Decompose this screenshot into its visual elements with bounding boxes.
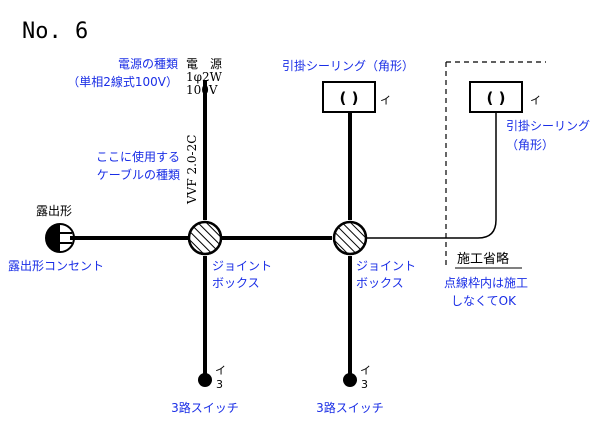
switch-1-tag: イ [215, 364, 226, 377]
power-spec-2: 100V [186, 83, 218, 97]
ceiling-2-note-1: 引掛シーリング [506, 118, 590, 133]
jb2-label-1: ジョイント [356, 259, 416, 273]
wire-jb2-ceiling2 [367, 112, 497, 239]
ceiling-2-note-2: （角形） [506, 138, 554, 152]
ceiling-rosette-2-symbol: ( ) [487, 89, 506, 107]
wiring [70, 80, 497, 375]
switch-2-note: 3路スイッチ [316, 400, 384, 415]
switch-1-sub: 3 [216, 378, 223, 391]
omit-note-2: しなくてOK [451, 294, 517, 308]
jb1-label-2: ボックス [212, 276, 260, 290]
outlet-note: 露出形コンセント [8, 259, 104, 273]
power-spec-1: 1φ2W [186, 70, 223, 84]
outlet-symbol [45, 223, 75, 253]
power-note-1: 電源の種類 [118, 57, 178, 71]
ceiling-rosette-1-tag: イ [380, 94, 391, 107]
cable-spec: VVF 2.0-2C [185, 135, 199, 205]
ceiling-1-note: 引掛シーリング（角形） [282, 58, 414, 73]
junction-box-2 [332, 220, 368, 256]
omit-label: 施工省略 [457, 251, 509, 267]
power-note-2: （単相2線式100V） [67, 74, 178, 89]
power-label: 電 源 [186, 57, 222, 71]
ceiling-rosette-1: ( ) [322, 81, 376, 113]
diagram-title: No. 6 [22, 19, 88, 44]
ceiling-rosette-1-symbol: ( ) [340, 89, 359, 107]
jb2-label-2: ボックス [356, 276, 404, 290]
switch-2-tag: イ [360, 364, 371, 377]
junction-box-1 [187, 220, 223, 256]
omitted-area-frame [445, 61, 546, 268]
switch-1-note: 3路スイッチ [171, 400, 239, 415]
outlet-label: 露出形 [36, 204, 72, 218]
cable-note-1: ここに使用する [96, 149, 180, 164]
three-way-switch-1 [198, 373, 212, 387]
omit-note-1: 点線枠内は施工 [444, 275, 528, 290]
switch-2-sub: 3 [361, 378, 368, 391]
jb1-label-1: ジョイント [212, 259, 272, 273]
three-way-switch-2 [343, 373, 357, 387]
cable-note-2: ケーブルの種類 [97, 167, 180, 182]
ceiling-rosette-2: ( ) [469, 81, 523, 113]
ceiling-rosette-2-tag: イ [530, 94, 541, 107]
